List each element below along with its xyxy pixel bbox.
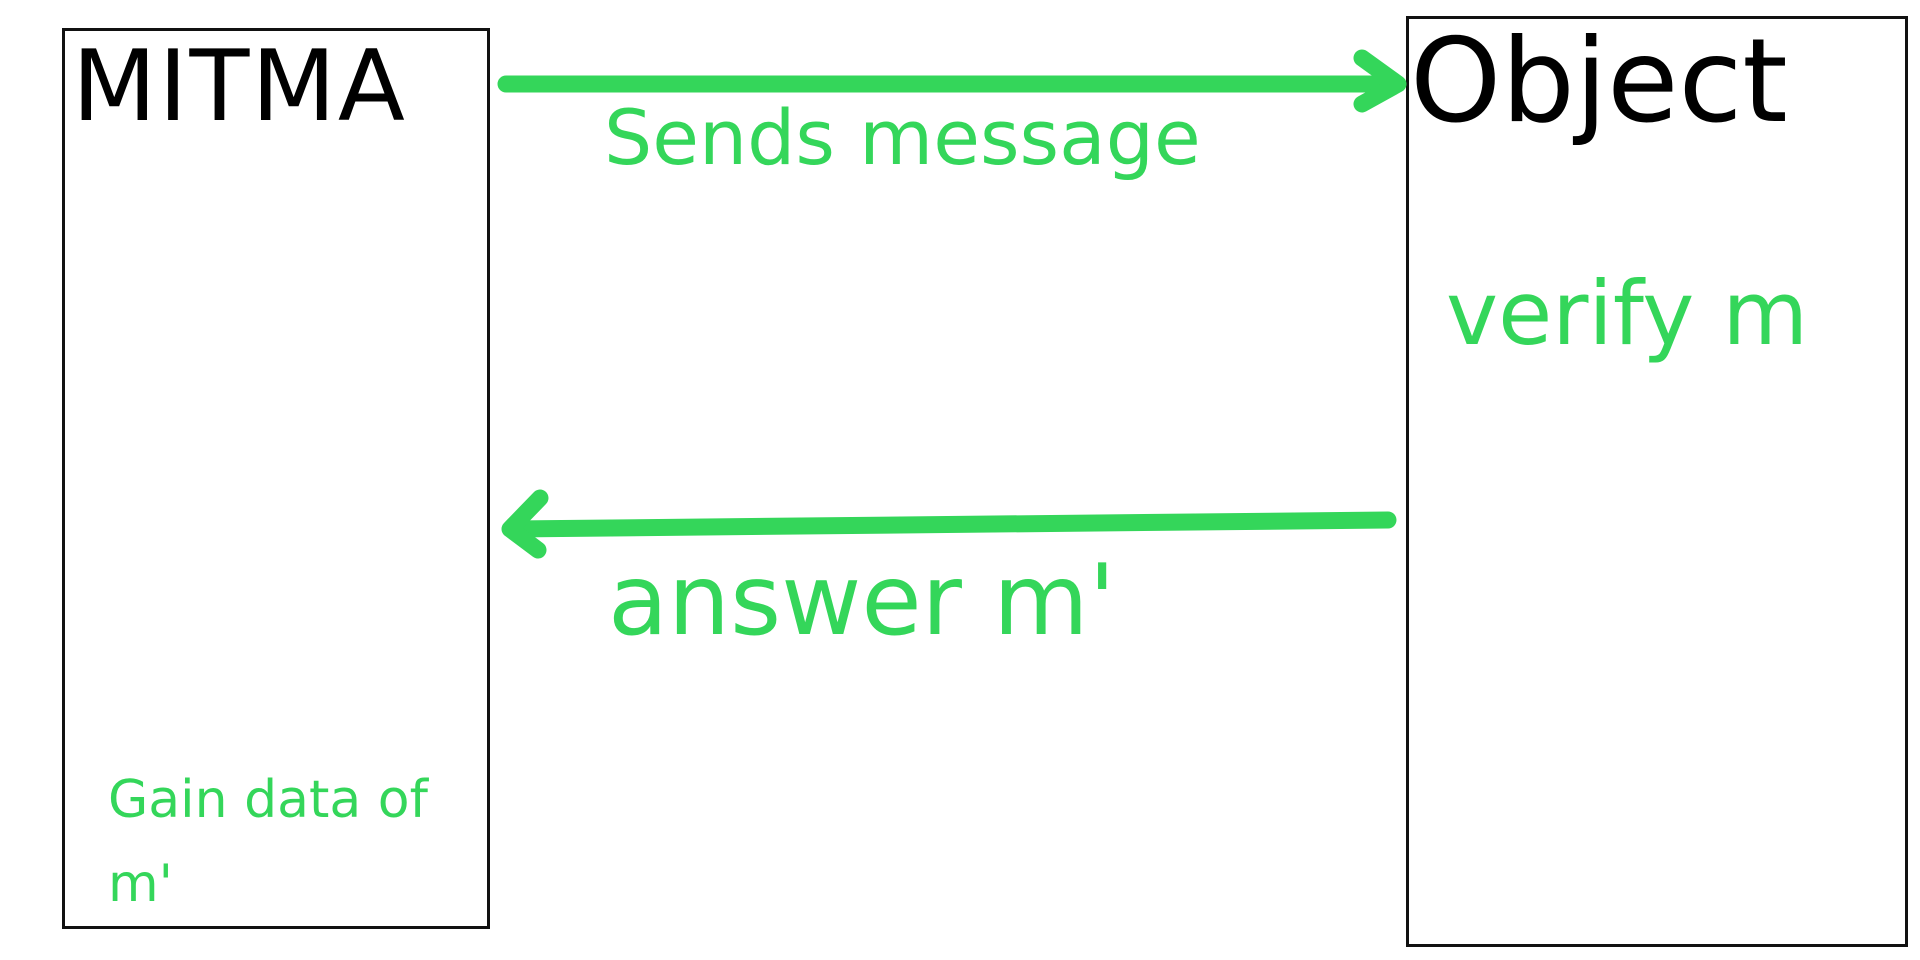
mitma-note: Gain data of m'	[108, 770, 428, 914]
object-box	[1406, 16, 1908, 947]
arrow-left-icon	[501, 489, 1397, 559]
mitma-box	[62, 28, 490, 929]
response-arrow-head	[501, 489, 549, 559]
response-message-label: answer m'	[608, 544, 1116, 658]
object-note: verify m	[1446, 262, 1809, 365]
object-title: Object	[1410, 14, 1788, 149]
response-arrow-shaft	[503, 511, 1397, 538]
request-arrow-head	[1353, 49, 1407, 113]
mitma-title: MITMA	[72, 30, 407, 144]
request-message-label: Sends message	[604, 93, 1201, 182]
